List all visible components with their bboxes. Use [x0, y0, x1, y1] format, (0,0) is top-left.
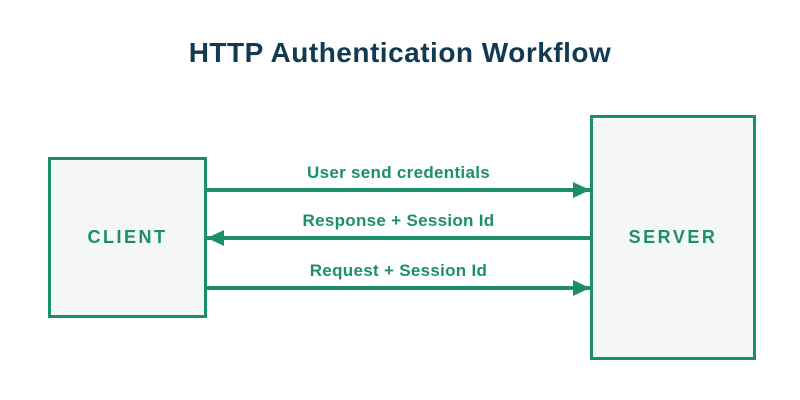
client-box: CLIENT — [48, 157, 207, 318]
server-box: SERVER — [590, 115, 756, 360]
arrow-label-request-session-id: Request + Session Id — [309, 261, 488, 280]
server-label: SERVER — [628, 227, 718, 247]
arrow-line — [207, 188, 590, 192]
arrowhead-right-icon — [573, 280, 590, 296]
arrowhead-left-icon — [207, 230, 224, 246]
arrowhead-right-icon — [573, 182, 590, 198]
diagram-title: HTTP Authentication Workflow — [188, 37, 612, 68]
arrow-line — [207, 286, 590, 290]
arrow-line — [207, 236, 590, 240]
arrow-user-send-credentials: User send credentials — [207, 158, 590, 198]
arrow-request-session-id: Request + Session Id — [207, 256, 590, 296]
arrow-label-user-send-credentials: User send credentials — [307, 163, 490, 182]
arrow-label-response-session-id: Response + Session Id — [302, 211, 495, 230]
client-label: CLIENT — [87, 227, 168, 247]
arrow-response-session-id: Response + Session Id — [207, 206, 590, 246]
